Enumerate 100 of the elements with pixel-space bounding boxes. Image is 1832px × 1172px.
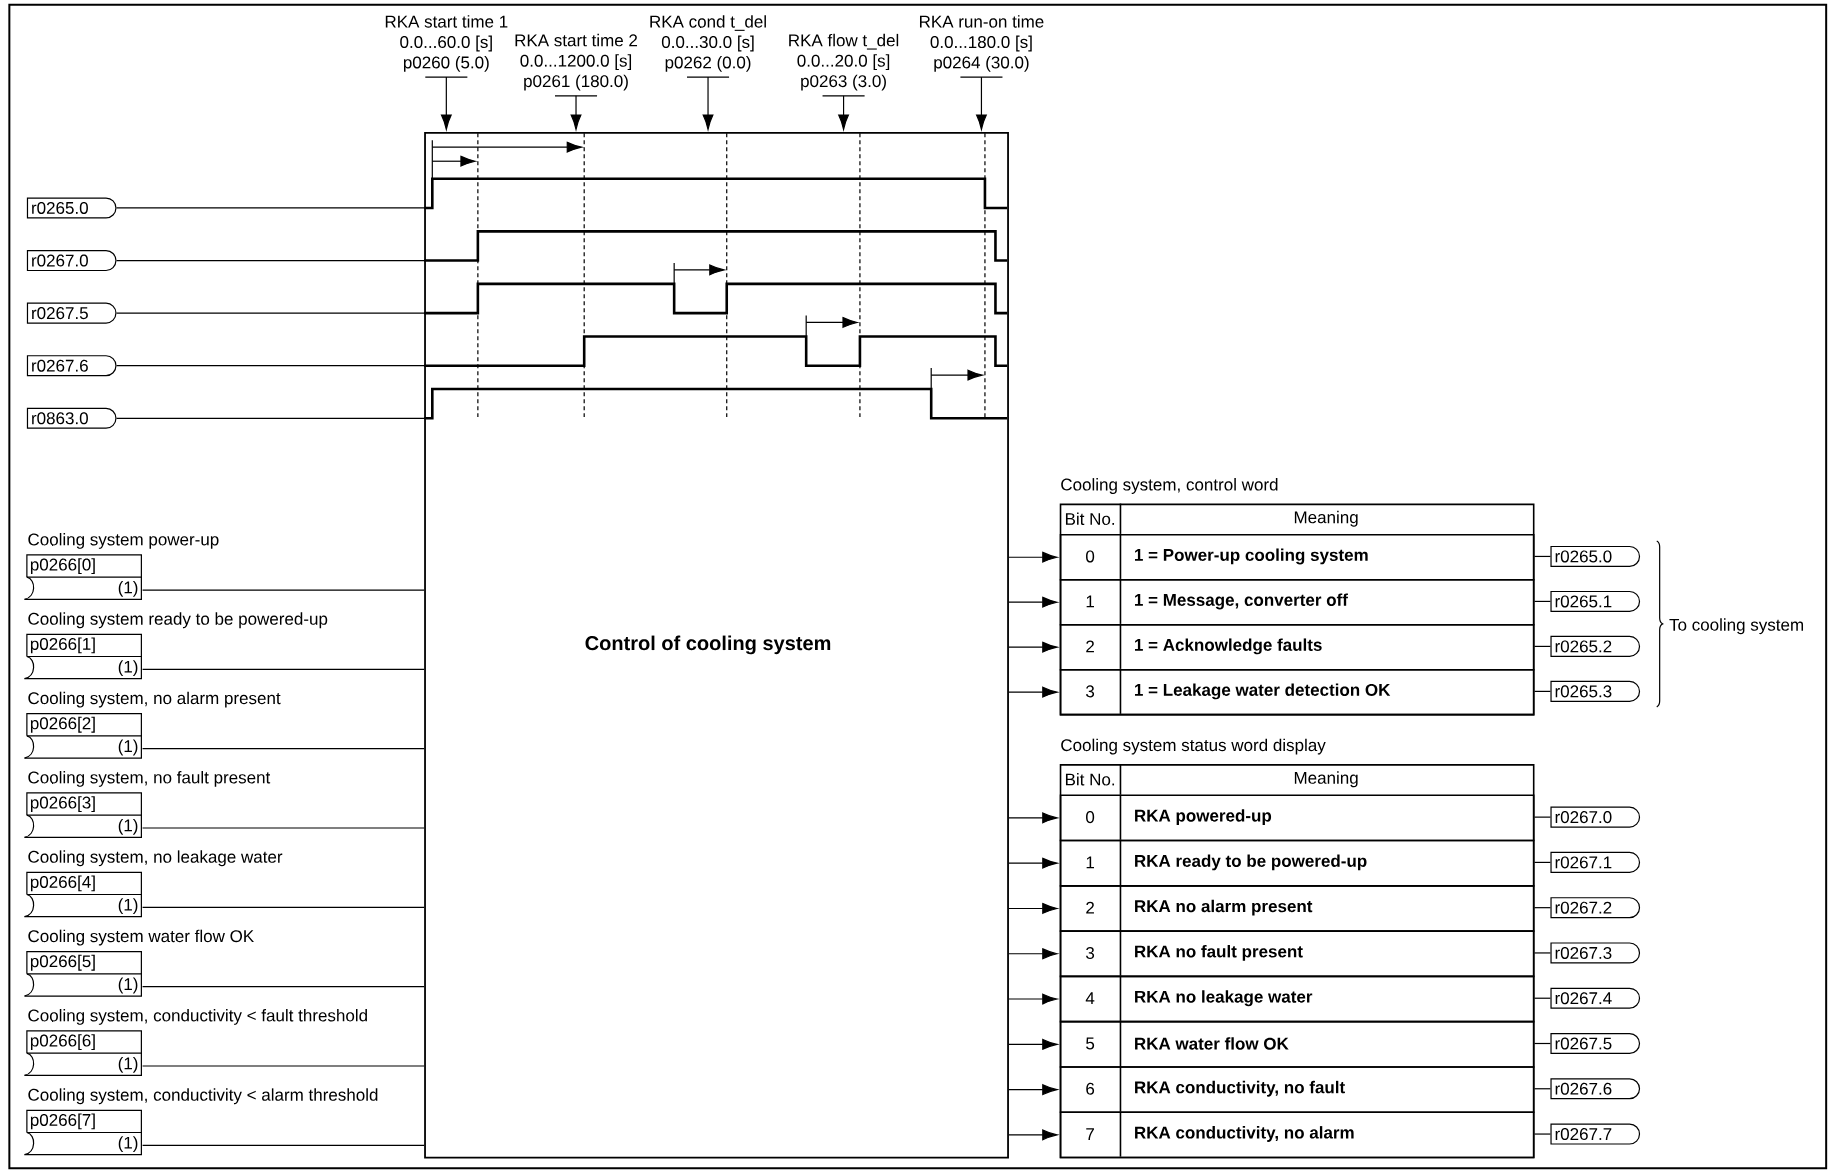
connector-line <box>142 668 425 670</box>
signal-connector: r0265.3 <box>1550 680 1641 702</box>
signal-connector: r0267.0 <box>1550 806 1641 828</box>
table-row: 0 RKA powered-up <box>1059 793 1535 842</box>
table-title: Cooling system, control word <box>1061 478 1278 494</box>
signal-connector: r0265.0 <box>1550 545 1641 567</box>
node-label: Bit No. <box>1065 512 1115 525</box>
connector-line <box>115 259 425 262</box>
input-label: Cooling system, conductivity < fault threshold <box>28 1009 367 1025</box>
arrow <box>1008 596 1058 608</box>
node-label: Meaning <box>1294 510 1358 527</box>
signal-connector: r0267.5 <box>1550 1032 1641 1055</box>
table-row: 4 RKA no leakage water <box>1059 974 1535 1023</box>
connector-line <box>1533 1088 1552 1090</box>
connector-line <box>1533 997 1552 999</box>
signal-connector: r0267.7 <box>1550 1123 1641 1145</box>
arrow <box>1008 1038 1058 1050</box>
arrow <box>1008 641 1058 653</box>
parameter-input-box: p0266[3] (1) <box>23 792 142 838</box>
arrow <box>1008 993 1058 1005</box>
parameter-input-box: p0266[0] (1) <box>23 554 142 600</box>
parameter-input-box: p0266[7] (1) <box>23 1109 142 1156</box>
connector-line <box>115 417 425 419</box>
arrow <box>838 95 850 130</box>
connector-line <box>142 589 425 591</box>
arrow <box>976 76 987 130</box>
input-label: Cooling system power-up <box>28 533 219 549</box>
signal-connector: r0267.2 <box>1550 897 1641 919</box>
control-block: Control of cooling system <box>424 132 1009 1159</box>
table-row: 2 RKA no alarm present <box>1059 884 1535 932</box>
table-row: 7 RKA conductivity, no alarm <box>1059 1110 1535 1159</box>
connector-line <box>142 1144 425 1146</box>
connector-line <box>142 906 425 908</box>
parameter-label: RKA cond t_del 0.0...30.0 [s] p0262 (0.0) <box>650 15 766 72</box>
parameter-label: RKA flow t_del 0.0...20.0 [s] p0263 (3.0) <box>789 33 899 91</box>
node-label: Meaning <box>1294 771 1358 788</box>
arrow <box>1008 948 1058 960</box>
connector-line <box>115 207 425 209</box>
connector-line <box>142 827 425 829</box>
signal-connector: r0267.3 <box>1550 942 1641 964</box>
table-row: 3 1 = Leakage water detection OK <box>1059 668 1535 716</box>
arrow <box>702 76 714 130</box>
table-header: Bit No. Meaning <box>1065 763 1358 796</box>
connector-line <box>142 1065 425 1067</box>
table-row: 5 RKA water flow OK <box>1059 1020 1535 1068</box>
arrow <box>570 95 582 130</box>
arrow <box>1008 686 1058 698</box>
connector-line <box>1533 555 1552 558</box>
connector-line <box>142 748 425 750</box>
arrow <box>1008 1129 1058 1141</box>
connector-line <box>1533 1133 1552 1135</box>
parameter-label: RKA start time 1 0.0...60.0 [s] p0260 (5.0) <box>385 15 508 72</box>
table-row: 3 RKA no fault present <box>1059 929 1535 978</box>
signal-connector: r0267.1 <box>1550 851 1641 873</box>
arrow <box>1008 551 1058 563</box>
table-row: 0 1 = Power-up cooling system <box>1059 533 1535 581</box>
parameter-label: RKA start time 2 0.0...1200.0 [s] p0261 (180.0) <box>515 33 638 91</box>
input-label: Cooling system, no leakage water <box>28 850 283 867</box>
signal-connector: r0267.5 <box>26 302 117 324</box>
connector-line <box>115 365 425 367</box>
parameter-input-box: p0266[6] (1) <box>23 1030 142 1076</box>
arrow <box>440 76 452 130</box>
connector-line <box>1533 861 1552 863</box>
table-row: 6 RKA conductivity, no fault <box>1059 1065 1535 1113</box>
connector-line <box>1533 907 1552 909</box>
node-label: Bit No. <box>1065 773 1115 786</box>
parameter-input-box: p0266[1] (1) <box>23 633 142 680</box>
table-title: Cooling system status word display <box>1061 738 1326 755</box>
signal-connector: r0265.1 <box>1550 590 1641 612</box>
table-header: Bit No. Meaning <box>1065 502 1358 535</box>
brace-label: To cooling system <box>1669 618 1803 635</box>
input-label: Cooling system ready to be powered-up <box>28 612 328 629</box>
table-row: 1 RKA ready to be powered-up <box>1059 838 1535 887</box>
signal-connector: r0267.6 <box>26 355 117 377</box>
parameter-input-box: p0266[4] (1) <box>23 871 142 918</box>
signal-connector: r0267.6 <box>1550 1078 1641 1100</box>
input-label: Cooling system, no fault present <box>28 771 271 787</box>
connector-line <box>1533 952 1552 954</box>
connector-line <box>1533 1042 1552 1045</box>
signal-connector: r0267.4 <box>1550 987 1641 1009</box>
table-row: 1 1 = Message, converter off <box>1059 578 1535 626</box>
connector-line <box>142 986 425 988</box>
connector-line <box>115 312 425 314</box>
arrow <box>1008 812 1058 824</box>
connector-line <box>1533 690 1552 692</box>
signal-connector: r0265.2 <box>1550 635 1641 657</box>
table-row: 2 1 = Acknowledge faults <box>1059 623 1535 671</box>
signal-connector: r0265.0 <box>26 197 117 219</box>
arrow <box>1008 857 1058 869</box>
input-label: Cooling system water flow OK <box>28 929 254 946</box>
arrow <box>1008 903 1058 914</box>
arrow <box>1008 1084 1058 1096</box>
connector-line <box>1533 816 1552 818</box>
input-label: Cooling system, conductivity < alarm threshold <box>28 1088 378 1105</box>
parameter-input-box: p0266[2] (1) <box>23 713 142 759</box>
signal-connector: r0267.0 <box>26 250 117 272</box>
parameter-label: RKA run-on time 0.0...180.0 [s] p0264 (30.0) <box>920 15 1044 72</box>
connector-line <box>1533 600 1552 602</box>
input-label: Cooling system, no alarm present <box>28 691 281 708</box>
parameter-input-box: p0266[5] (1) <box>23 951 142 997</box>
